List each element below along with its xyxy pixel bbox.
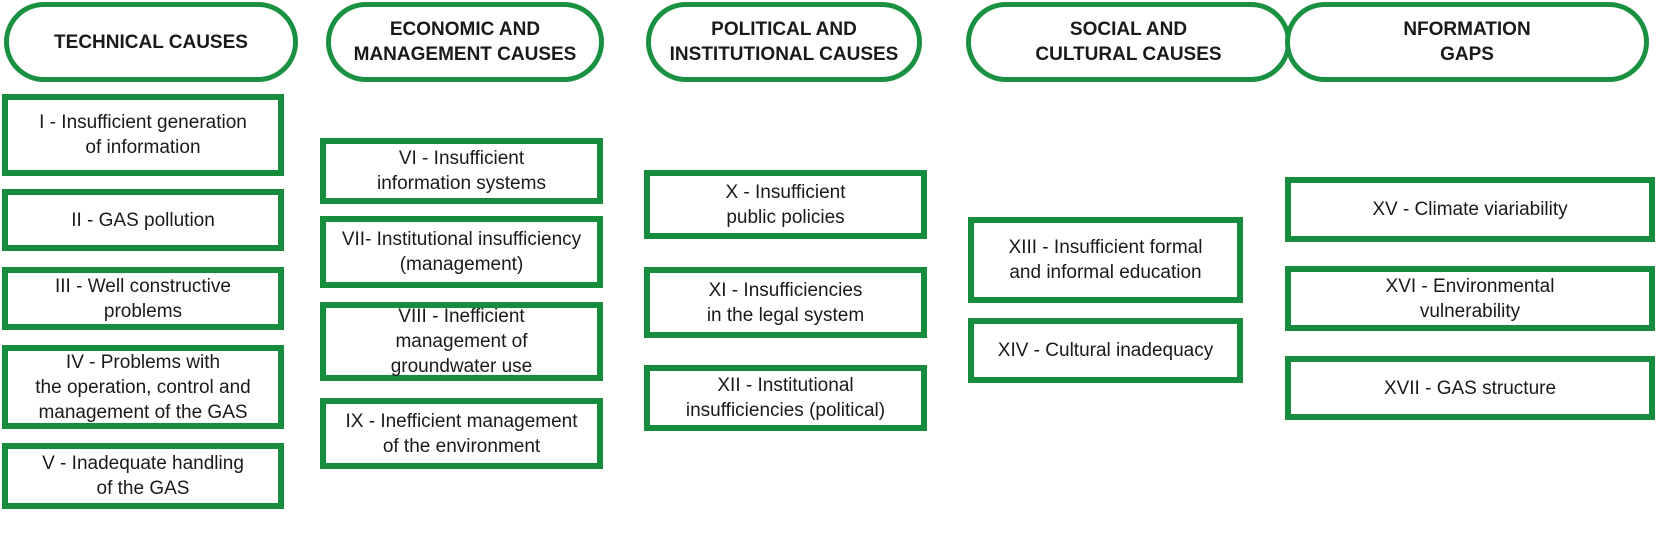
cause-box-xi: XI - Insufficiencies in the legal system bbox=[644, 267, 927, 338]
header-information-gaps: NFORMATION GAPS bbox=[1285, 2, 1649, 82]
cause-box-xiv: XIV - Cultural inadequacy bbox=[968, 318, 1243, 383]
cause-box-xvi: XVI - Environmental vulnerability bbox=[1285, 266, 1655, 331]
cause-box-iv: IV - Problems with the operation, contro… bbox=[2, 345, 284, 429]
header-political-institutional-causes: POLITICAL AND INSTITUTIONAL CAUSES bbox=[646, 2, 922, 82]
cause-box-ix: IX - Inefficient management of the envir… bbox=[320, 398, 603, 469]
cause-box-x: X - Insufficient public policies bbox=[644, 170, 927, 239]
cause-box-vii: VII- Institutional insufficiency (manage… bbox=[320, 216, 603, 288]
cause-box-xiii: XIII - Insufficient formal and informal … bbox=[968, 217, 1243, 303]
header-technical-causes: TECHNICAL CAUSES bbox=[4, 2, 298, 82]
cause-box-xii: XII - Institutional insufficiencies (pol… bbox=[644, 365, 927, 431]
cause-box-i: I - Insufficient generation of informati… bbox=[2, 94, 284, 176]
cause-box-v: V - Inadequate handling of the GAS bbox=[2, 443, 284, 509]
cause-box-xvii: XVII - GAS structure bbox=[1285, 356, 1655, 420]
header-social-cultural-causes: SOCIAL AND CULTURAL CAUSES bbox=[966, 2, 1291, 82]
cause-box-ii: II - GAS pollution bbox=[2, 189, 284, 251]
cause-box-viii: VIII - Inefficient management of groundw… bbox=[320, 302, 603, 381]
cause-box-vi: VI - Insufficient information systems bbox=[320, 138, 603, 204]
cause-box-iii: III - Well constructive problems bbox=[2, 267, 284, 330]
header-economic-management-causes: ECONOMIC AND MANAGEMENT CAUSES bbox=[326, 2, 604, 82]
cause-box-xv: XV - Climate viariability bbox=[1285, 177, 1655, 242]
